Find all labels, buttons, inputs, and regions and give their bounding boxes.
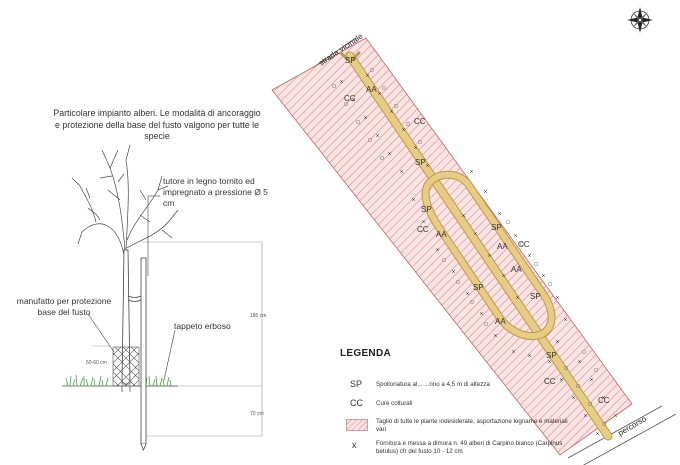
legend-text: Taglio di tutte le piante indesiderate, …: [376, 418, 568, 433]
compass-rose-icon: [627, 7, 653, 33]
map-label: AA: [511, 265, 522, 274]
map-label: CC: [518, 240, 530, 249]
dim-guard-label: 50-60 cm: [86, 360, 107, 366]
main-path: [338, 50, 613, 441]
road-bottom: [567, 405, 677, 465]
road-bottom-label: percorso: [617, 414, 649, 438]
legend-symbol: SP: [350, 379, 363, 389]
map-zone-labels: SP AA CC CC SP SP CC AA SP AA CC AA SP S…: [344, 56, 610, 405]
map-label: CC: [598, 396, 610, 405]
dim-below-label: 70 cm: [250, 411, 264, 417]
legend-text: Cure colturali: [376, 400, 413, 407]
map-label: SP: [491, 223, 502, 232]
legend-text: Spollonatura al... ...rino a 4,5 m di al…: [376, 381, 490, 388]
lawn-note: tappeto erboso: [174, 321, 231, 331]
map-label: CC: [417, 225, 429, 234]
tree-detail-drawing: [62, 144, 263, 452]
detail-title: Particolare impianto alberi. Le modalità…: [53, 108, 261, 141]
guard-note: manufatto per protezione base del fusto: [16, 296, 112, 317]
trunk-guard: [112, 346, 140, 387]
tree-markers: [339, 73, 618, 436]
map-label: CC: [344, 94, 356, 103]
map-label: CC: [544, 377, 556, 386]
legend-text: Fornitura e messa a dimora n. 49 alberi …: [376, 440, 563, 455]
tree-branches: [71, 144, 179, 256]
map-label: AA: [366, 85, 377, 94]
legend-title: LEGENDA: [340, 348, 391, 359]
map-label: AA: [497, 242, 508, 251]
legend-hatch-swatch: [346, 419, 368, 431]
legend-symbol: CC: [350, 398, 363, 408]
dim-above-label: 180 cm: [250, 313, 267, 319]
map-label: SP: [421, 205, 432, 214]
stake-note: tutore in legno tornito ed impregnato a …: [163, 176, 268, 208]
map-label: AA: [436, 230, 447, 239]
map-label: CC: [414, 117, 426, 126]
map-label: SP: [546, 351, 557, 360]
map-label: SP: [345, 56, 356, 65]
map-label: SP: [473, 283, 484, 292]
map-label: SP: [415, 158, 426, 167]
existing-tree-markers: [331, 67, 607, 427]
grass: [65, 374, 172, 387]
map-label: SP: [530, 292, 541, 301]
map-label: AA: [495, 317, 506, 326]
legend-symbol: x: [352, 440, 357, 450]
